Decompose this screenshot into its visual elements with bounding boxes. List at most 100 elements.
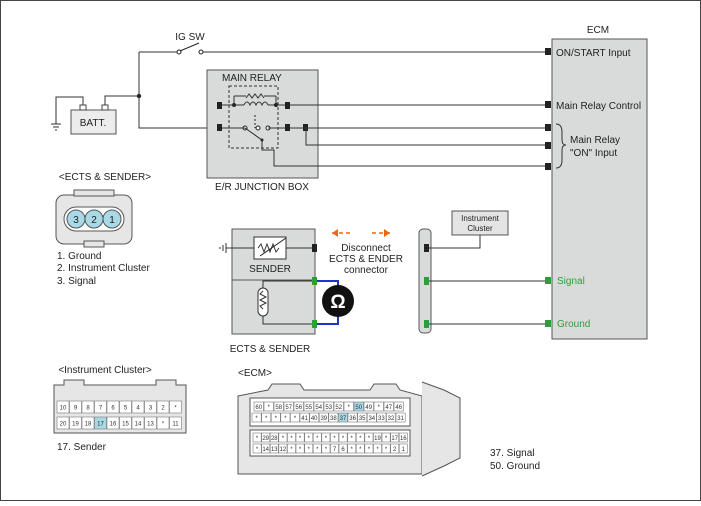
ects-terminal-2 [312,244,317,252]
battery-ground-wire [55,96,84,124]
ecm-connector-pin-label: * [359,436,362,442]
ecm-connector-pin [293,401,304,412]
ects-sender-component: ECTS & SENDER SENDER [219,228,317,355]
junction-box-body [206,69,319,179]
cluster-wire [429,235,481,249]
ecm-connector-pin-label: * [376,447,379,453]
ecm-connector-pin [303,401,314,412]
ecm-connector-pin-label: * [282,436,285,442]
ecm-connector-pin [261,432,271,443]
harness-pin-1 [424,320,429,328]
cluster-pin-label: 4 [136,406,140,412]
ects-pin-1-label: 1 [109,215,115,226]
ecm-connector-pin-label: 56 [295,405,302,411]
ecm-connector-pin [353,401,364,412]
ecm-connector-pin-label: 14 [262,447,269,453]
ecm-connector-pin [386,412,396,423]
cluster-pin [69,416,82,430]
ecm-connector-pin-label: 35 [359,416,366,422]
thermistor-symbol [258,290,268,310]
battery-box [70,109,117,135]
ecm-pin-main-relay-control [545,101,551,108]
cluster-pin-label: 19 [72,422,79,428]
ects-pin-2-label: 2 [91,215,97,226]
ecm-connector-pin-label: 57 [285,405,292,411]
cluster-pin-label: * [174,406,177,412]
disconnect-line2: ECTS & ENDER [329,254,403,265]
ecm-label-signal: Signal [557,276,585,287]
sender-element [253,236,287,260]
ecm-connector-pin [287,443,296,454]
ecm-connector-pin-label: * [385,447,388,453]
cluster-connector-title: <Instrument Cluster> [58,365,152,376]
ecm-block: ECM ON/START Input Main Relay Control Ma… [545,25,648,340]
ecm-connector-pin-label: * [268,405,271,411]
battery-positive-wire [104,95,139,105]
ecm-connector-pin-label: 39 [320,416,327,422]
ecm-connector-pin-label: 17 [391,436,398,442]
cluster-pin-label: 8 [86,406,90,412]
relay-resistor [245,93,265,99]
disconnect-line3: connector [344,265,389,276]
ecm-connector-pin [270,412,281,423]
ig-switch-blade [179,42,200,52]
ecm-connector-pin-label: 16 [400,436,407,442]
ecm-connector-pin [363,401,374,412]
ecm-connector-pin [376,412,387,423]
ecm-connector-pin [269,443,279,454]
cluster-pin [81,416,95,430]
ecm-connector-pin-label: 58 [275,405,282,411]
ecm-connector-pin [355,443,365,454]
cluster-pin-label: 17 [97,422,104,428]
ecm-connector-pin [347,432,357,443]
ecm-connector-pin [395,412,406,423]
ecm-connector-pin [357,412,368,423]
ecm-connector-pin-label: * [308,447,311,453]
cluster-pin [94,400,107,414]
ecm-connector-pin [295,432,305,443]
ecm-connector-pin-label: * [256,436,259,442]
cluster-pin-label: 15 [122,422,129,428]
ohmmeter-body [322,285,354,317]
sender-resistor [257,242,280,254]
ecm-connector-pin-label: * [255,416,258,422]
ecm-connector-pin [269,432,279,443]
ecm-connector-pin-label: 41 [301,416,308,422]
ecm-label-main-relay-control: Main Relay Control [556,101,641,112]
ecm-connector-pin [309,412,320,423]
ecm-connector-pin [330,443,339,454]
ecm-connector-pin-label: 53 [325,405,332,411]
ecm-pin-main-relay-on-2 [545,142,551,149]
cluster-pin-label: * [162,422,165,428]
cluster-connector-note: 17. Sender [57,442,107,453]
cluster-pin [144,400,157,414]
ohm-symbol: Ω [330,292,345,313]
harness-connector: Instrument Cluster [418,210,545,334]
ecm-connector-pin-label: * [316,447,319,453]
ecm-connector-pin [313,401,324,412]
ecm-pin-main-relay-on-1 [545,124,551,131]
ects-terminal-1 [312,320,317,328]
ecm-connector-pin-label: 49 [365,405,372,411]
junction-box: E/R JUNCTION BOX MAIN RELAY [206,69,545,193]
ecm-connector-pin-label: * [325,447,328,453]
ecm-connector-pin-label: 38 [330,416,337,422]
ecm-connector-pin-label: 13 [271,447,278,453]
ecm-connector-pin-label: * [342,436,345,442]
battery-terminal-pos [101,104,109,111]
instrument-cluster-line2: Cluster [467,224,493,233]
ecm-connector-pin [381,432,391,443]
ecm-connector-pin-label: * [308,436,311,442]
cluster-pin [156,400,170,414]
ecm-connector-pin-label: 46 [395,405,402,411]
ecm-connector-pin [304,443,314,454]
ecm-connector-pin-label: 29 [262,436,269,442]
cluster-pin [169,400,182,414]
ecm-label-ground: Ground [557,319,590,330]
ecm-connector-pin [261,412,272,423]
cluster-pin [106,400,120,414]
ecm-connector-pin [283,401,294,412]
ecm-connector-pin [312,432,322,443]
ects-pin-3-label: 3 [73,215,79,226]
